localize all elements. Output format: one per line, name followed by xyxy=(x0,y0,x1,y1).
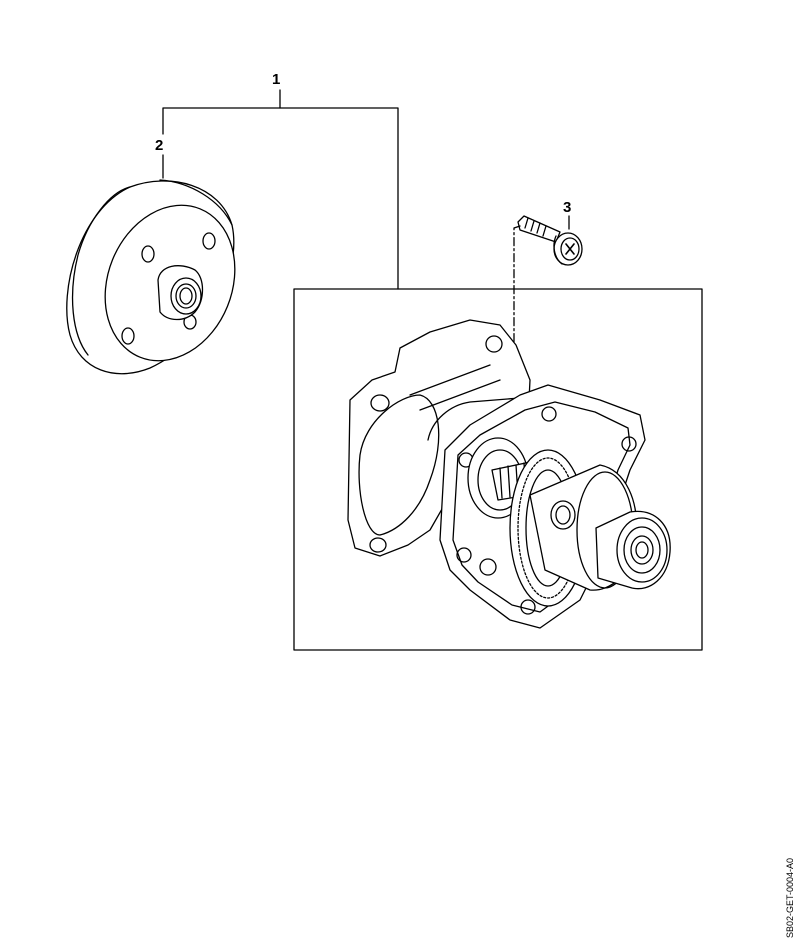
drawing-reference-code-text: SB02-GET-0004-A0 xyxy=(785,857,795,939)
housing-bolt-hole xyxy=(370,394,390,412)
callout-2-label: 2 xyxy=(155,137,163,154)
housing-bolt-hole xyxy=(485,335,503,353)
callout-1-label: 1 xyxy=(272,71,280,88)
flange-bolt-hole xyxy=(621,436,637,452)
callout-1-bracket: 1 xyxy=(162,71,399,290)
flange-bolt-hole xyxy=(541,406,557,422)
gearbox-assembly xyxy=(347,319,671,629)
housing-bolt-hole xyxy=(369,537,387,553)
flange-bolt-hole xyxy=(479,558,497,576)
screw-part-3 xyxy=(517,215,583,266)
drum-bolt-hole xyxy=(202,232,216,250)
drum-bolt-hole xyxy=(121,327,135,345)
flange-bolt-hole xyxy=(520,599,536,615)
drawing-reference-code: SB02-GET-0004-A0 xyxy=(780,858,800,938)
flange-bolt-hole xyxy=(456,547,472,563)
callout-3-label: 3 xyxy=(563,199,571,216)
detail-frame xyxy=(293,288,703,651)
drum-cover-part-2 xyxy=(66,179,236,375)
drum-bolt-hole xyxy=(141,245,155,263)
planet-pin xyxy=(550,500,576,530)
